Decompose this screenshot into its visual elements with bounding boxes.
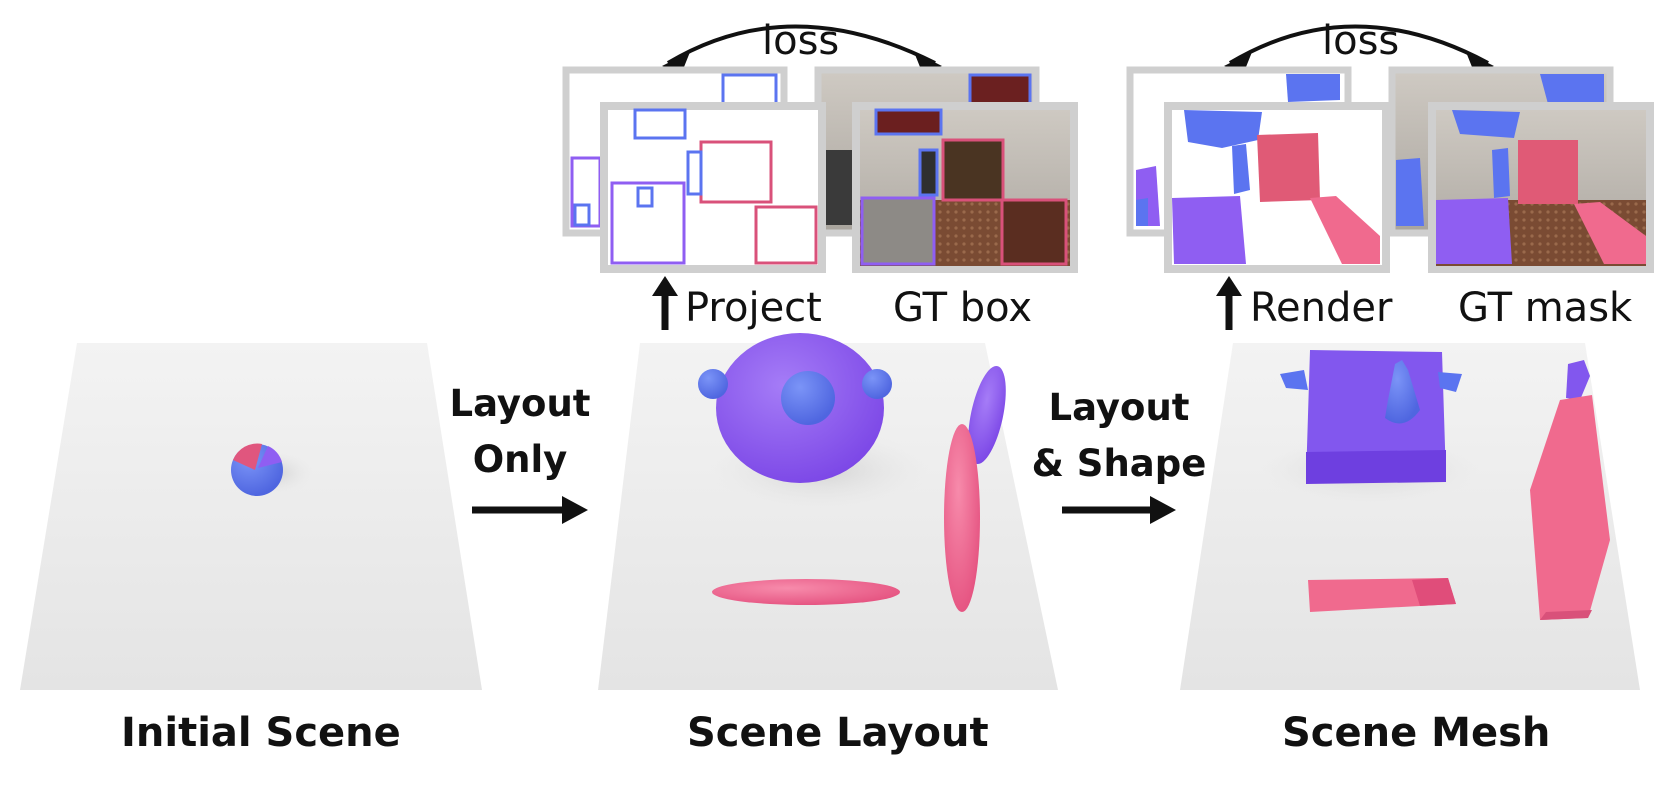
mesh-cabinet	[1530, 395, 1610, 620]
layout-shape-line1: Layout	[1048, 386, 1190, 429]
mesh-bed	[1280, 350, 1462, 484]
layout-bench-ellipsoid	[712, 579, 900, 605]
up-arrow-render	[1216, 276, 1242, 296]
project-loss-group	[562, 24, 1078, 330]
project-label: Project	[685, 285, 822, 331]
layout-only-label: Layout Only	[440, 376, 600, 488]
scene-layout-panel	[598, 333, 1058, 690]
layout-lamp-ellipsoid	[968, 365, 1006, 465]
caption-scene-layout: Scene Layout	[687, 710, 989, 756]
mesh-lamp	[1566, 360, 1590, 400]
layout-cabinet-ellipsoid	[944, 424, 980, 612]
gt-mask-label: GT mask	[1458, 285, 1633, 331]
scene-mesh-panel	[1180, 343, 1640, 690]
loss-label-right: loss	[1322, 18, 1400, 64]
gt-box-image-front	[852, 102, 1078, 273]
render-label: Render	[1250, 285, 1393, 331]
arrow-layout-only-head	[562, 496, 588, 524]
arrow-layout-shape-head	[1150, 496, 1176, 524]
up-arrow-project	[652, 276, 678, 296]
loss-arc-right	[1228, 24, 1489, 65]
caption-initial-scene: Initial Scene	[121, 710, 401, 756]
layout-shape-line2: & Shape	[1031, 442, 1207, 485]
caption-scene-mesh: Scene Mesh	[1282, 710, 1551, 756]
render-loss-group	[1126, 24, 1654, 330]
layout-only-line1: Layout	[449, 382, 591, 425]
initial-scene-panel	[20, 343, 482, 690]
layout-shape-label: Layout & Shape	[1024, 380, 1214, 492]
loss-arc-left	[666, 24, 936, 65]
projected-boxes-front	[600, 102, 826, 273]
initial-sphere	[231, 443, 283, 496]
layout-bed-ellipsoid	[698, 333, 892, 483]
loss-label-left: loss	[762, 18, 840, 64]
gt-mask-image-front	[1428, 102, 1654, 273]
rendered-mask-front	[1164, 102, 1390, 273]
layout-only-line2: Only	[472, 438, 568, 481]
mesh-bench	[1308, 578, 1456, 612]
gt-box-label: GT box	[893, 285, 1033, 331]
